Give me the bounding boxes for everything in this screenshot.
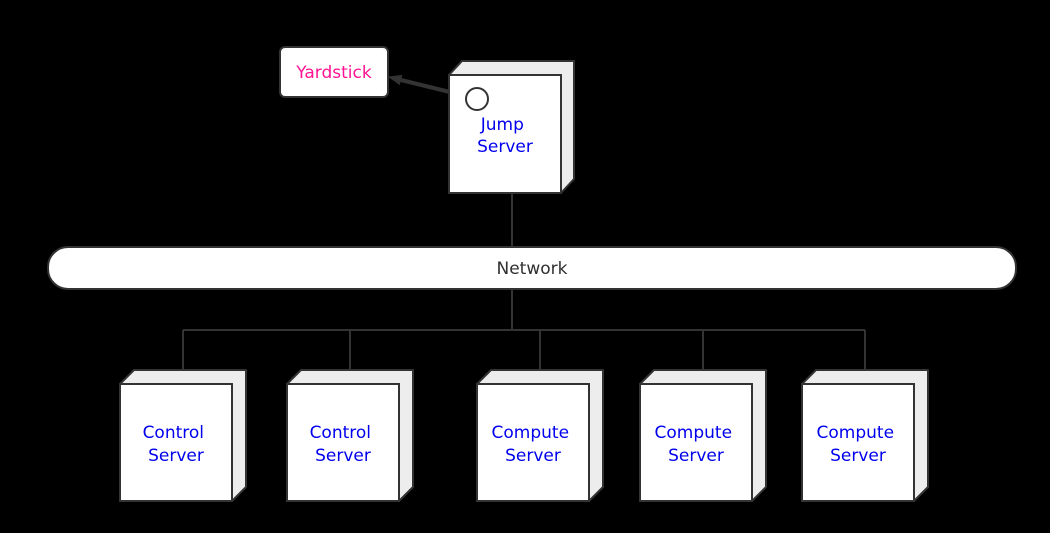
jump-server-label-line2: Server [477,137,533,157]
control-server-2-label-line1: Control [310,423,371,443]
arrow-head-icon [387,74,403,86]
yardstick-label: Yardstick [295,63,372,83]
compute-server-2-label-line2: Server [668,446,724,466]
compute-server-3-front-face [801,383,915,502]
node-compute-server-3: Compute Server [801,369,929,502]
network-pill [47,246,1017,290]
control-server-1-label-line2: Server [148,446,204,466]
compute-server-1-label-line2: Server [505,446,561,466]
control-server-1-label-line1: Control [143,423,204,443]
network-label: Network [497,259,568,279]
yardstick-box [279,46,389,98]
compute-server-2-label: Compute Server [655,423,738,466]
node-yardstick: Yardstick [279,46,389,98]
compute-server-3-label-line2: Server [830,446,886,466]
control-server-2-label: Control Server [310,423,377,466]
compute-server-2-front-face [639,383,753,502]
control-server-2-front-face [286,383,400,502]
edges [182,193,866,371]
compute-server-3-label-line1: Compute [817,423,895,443]
compute-server-1-front-face [476,383,590,502]
port-circle-icon [465,87,489,111]
jump-server-front-face [448,74,562,194]
control-server-2-label-line2: Server [315,446,371,466]
compute-server-3-label: Compute Server [817,423,900,466]
control-server-1-label: Control Server [143,423,210,466]
node-network: Network [47,246,1017,290]
node-compute-server-2: Compute Server [639,369,767,502]
control-server-1-front-face [119,383,233,502]
jump-server-label: Jump Server [477,115,533,157]
node-control-server-2: Control Server [286,369,414,502]
compute-server-1-label: Compute Server [492,423,575,466]
compute-server-1-label-line1: Compute [492,423,570,443]
jump-server-label-line1: Jump [480,115,524,135]
node-compute-server-1: Compute Server [476,369,604,502]
node-jump-server: Jump Server [448,60,575,194]
compute-server-2-label-line1: Compute [655,423,733,443]
node-control-server-1: Control Server [119,369,247,502]
